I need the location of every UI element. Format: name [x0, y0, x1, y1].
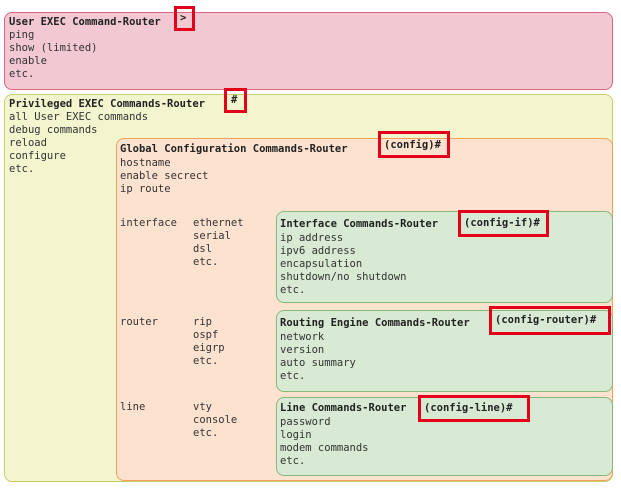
user-exec-box — [4, 12, 613, 90]
interface-cmd-1: ip address — [280, 232, 344, 244]
routing-cmd-2: version — [280, 344, 325, 356]
interface-prompt-highlight — [458, 210, 549, 237]
interface-item-2: serial — [193, 230, 231, 242]
router-item-4: etc. — [193, 355, 219, 367]
privileged-prompt-highlight — [224, 88, 247, 113]
interface-label: interface — [120, 217, 177, 229]
privileged-title: Privileged EXEC Commands-Router — [9, 98, 205, 110]
global-prompt: (config)# — [384, 139, 441, 151]
routing-cmd-1: network — [280, 331, 325, 343]
user-exec-cmd-1: ping — [9, 29, 35, 41]
interface-prompt: (config-if)# — [464, 217, 540, 229]
router-label: router — [120, 316, 158, 328]
router-item-3: eigrp — [193, 342, 225, 354]
user-exec-cmd-2: show (limited) — [9, 42, 98, 54]
interface-item-3: dsl — [193, 243, 212, 255]
line-cmd-4: etc. — [280, 455, 306, 467]
interface-cmd-4: shutdown/no shutdown — [280, 271, 407, 283]
line-item-1: vty — [193, 401, 212, 413]
global-cmd-2: enable secrect — [120, 170, 209, 182]
routing-cmd-4: etc. — [280, 370, 306, 382]
user-exec-prompt-highlight — [174, 6, 195, 31]
interface-cmd-2: ipv6 address — [280, 245, 356, 257]
privileged-cmd-1: all User EXEC commands — [9, 111, 149, 123]
router-item-1: rip — [193, 316, 212, 328]
privileged-cmd-3: reload — [9, 137, 47, 149]
line-item-2: console — [193, 414, 238, 426]
line-prompt-highlight — [418, 395, 530, 422]
router-item-2: ospf — [193, 329, 219, 341]
privileged-cmd-4: configure — [9, 150, 66, 162]
interface-item-1: ethernet — [193, 217, 244, 229]
line-label: line — [120, 401, 146, 413]
line-commands-box — [276, 397, 613, 476]
line-cmd-3: modem commands — [280, 442, 369, 454]
line-prompt: (config-line)# — [424, 402, 513, 414]
line-item-3: etc. — [193, 427, 219, 439]
privileged-prompt: # — [231, 94, 238, 106]
routing-engine-commands-box — [276, 310, 613, 392]
routing-cmds-title: Routing Engine Commands-Router — [280, 317, 470, 329]
interface-item-4: etc. — [193, 256, 219, 268]
user-exec-cmd-4: etc. — [9, 68, 35, 80]
global-prompt-highlight — [378, 131, 450, 158]
global-title: Global Configuration Commands-Router — [120, 143, 348, 155]
global-cmd-3: ip route — [120, 183, 171, 195]
user-exec-title: User EXEC Command-Router — [9, 16, 161, 28]
privileged-cmd-5: etc. — [9, 163, 35, 175]
interface-cmd-3: encapsulation — [280, 258, 363, 270]
line-cmds-title: Line Commands-Router — [280, 402, 407, 414]
routing-cmd-3: auto summary — [280, 357, 356, 369]
routing-prompt-highlight — [489, 306, 611, 335]
routing-prompt: (config-router)# — [495, 314, 597, 326]
line-cmd-2: login — [280, 429, 312, 441]
privileged-cmd-2: debug commands — [9, 124, 98, 136]
global-cmd-1: hostname — [120, 157, 171, 169]
interface-cmds-title: Interface Commands-Router — [280, 218, 439, 230]
interface-commands-box — [276, 211, 613, 303]
user-exec-cmd-3: enable — [9, 55, 47, 67]
interface-cmd-5: etc. — [280, 284, 306, 296]
user-exec-prompt: > — [180, 12, 187, 24]
line-cmd-1: password — [280, 416, 331, 428]
